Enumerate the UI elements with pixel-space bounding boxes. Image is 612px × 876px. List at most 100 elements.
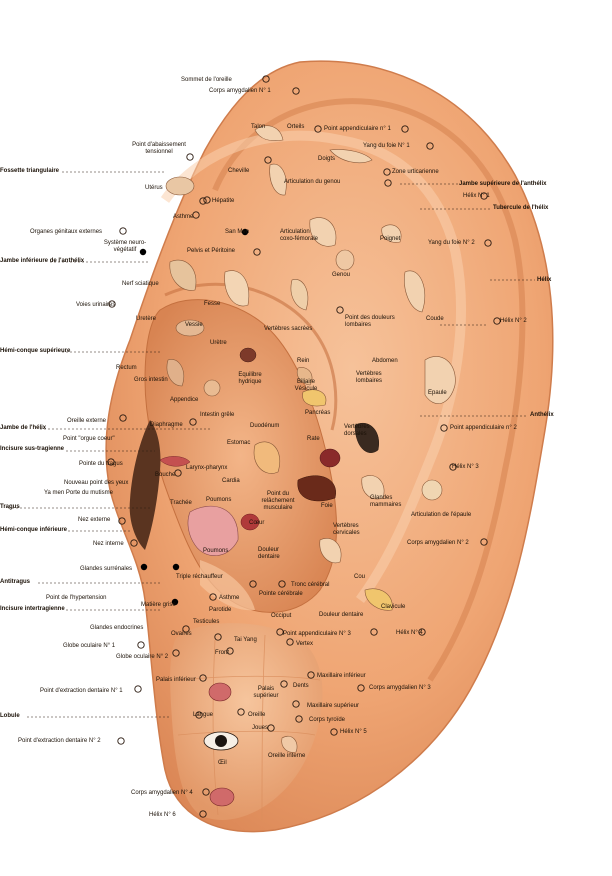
label-pt-abaiss: Point d'abaissement tensionnel: [132, 142, 186, 155]
label-nouveau-pt: Nouveau point des yeux: [64, 480, 129, 486]
label-organes-gen: Organes génitaux externes: [30, 229, 103, 235]
label-palais-inf: Palais inférieur: [156, 677, 196, 683]
label-pt-orgue: Point "orgue coeur": [63, 436, 115, 442]
acupoint-marker: [426, 142, 434, 150]
label-equilibre: Equilibre hydrique: [238, 372, 262, 385]
acupoint-marker: [189, 418, 197, 426]
liver-sketch: [297, 475, 336, 502]
label-vertebres-sacrees: Vertèbres sacrées: [264, 326, 313, 332]
cymba: [164, 282, 338, 431]
label-ureter: Uretère: [136, 316, 157, 322]
acupoint-marker: [484, 239, 492, 247]
label-uretre: Urètre: [210, 340, 227, 346]
label-max-sup: Maxillaire supérieur: [307, 703, 360, 709]
label-jambe-sup: Jambe supérieure de l'anthélix: [459, 181, 547, 187]
label-vertebres-dors: Vertèbres dorsales: [344, 424, 370, 437]
acupoint-marker: [226, 647, 234, 655]
ear-lobe: [170, 623, 323, 820]
acupoint-marker: [418, 628, 426, 636]
label-oeil: Œil: [218, 760, 227, 766]
label-larynx: Larynx-pharynx: [186, 465, 228, 471]
label-pt-append-2: Point appendiculaire n° 2: [450, 425, 517, 431]
label-yamen: Ya men Porte du mutisme: [44, 490, 113, 496]
label-occiput: Occiput: [271, 613, 292, 619]
label-langue: Langue: [193, 712, 214, 718]
heart-sketch: [240, 513, 260, 531]
acupoint-marker: [214, 633, 222, 641]
acupoint-marker: [336, 306, 344, 314]
acupoint-marker: [449, 463, 457, 471]
label-yang-foie-1: Yang du foie N° 1: [363, 143, 410, 149]
label-corps-thyr: Corps tyroïde: [309, 717, 346, 723]
label-helix-2: Hélix N° 2: [500, 318, 527, 324]
label-san-men: San Men: [225, 229, 250, 235]
label-corps-amyg-1: Corps amygdalien N° 1: [209, 88, 271, 94]
acupoint-marker-solid: [171, 598, 179, 606]
acupoint-marker: [278, 580, 286, 588]
pancreas-sketch: [302, 389, 327, 407]
label-parotide: Parotide: [209, 607, 232, 613]
elbow-sketch: [404, 270, 426, 313]
acupoint-marker: [480, 192, 488, 200]
label-vertex: Vertex: [296, 641, 314, 647]
knee-sketch: [335, 249, 355, 271]
hip-sketch: [309, 217, 337, 247]
label-pelvis: Pelvis et Péritoine: [187, 248, 236, 254]
neck-sketch: [319, 538, 342, 564]
acupoint-marker: [119, 414, 127, 422]
kidney-sketch: [239, 347, 257, 363]
acupoint-marker: [357, 684, 365, 692]
ear-canal: [129, 420, 161, 550]
gallbladder-sketch: [296, 367, 313, 386]
label-point-douleurs: Point des douleurs lombaires: [345, 315, 395, 328]
mouth-sketch: [208, 682, 232, 702]
label-art-coxo: Articulation coxo-fémorale: [280, 229, 319, 242]
acupoint-marker: [401, 125, 409, 133]
label-talon: Talon: [251, 124, 266, 130]
acupoint-marker: [108, 300, 116, 308]
acupoint-marker: [192, 211, 200, 219]
label-appendice: Appendice: [170, 397, 199, 403]
leader-lines: [8, 171, 535, 718]
label-oreille: Oreille: [248, 712, 266, 718]
label-pt-extract-2: Point d'extraction dentaire N° 2: [18, 738, 101, 744]
intestine-sketch: [166, 359, 185, 387]
antitragus: [200, 560, 255, 611]
bladder-sketch: [175, 319, 205, 337]
label-vertebres-lomb: Vertèbres lombaires: [356, 371, 383, 384]
label-dents: Dents: [293, 683, 309, 689]
label-helix-5: Hélix N° 5: [340, 729, 367, 735]
label-trachee: Trachée: [170, 500, 192, 506]
acupoint-marker: [137, 641, 145, 649]
label-globe-1: Globe oculaire N° 1: [63, 643, 116, 649]
label-jambe-inf: Jambe inférieure de l'anthélix: [0, 258, 85, 264]
label-poumons-2: Poumons: [203, 548, 229, 554]
acupoint-marker: [199, 197, 207, 205]
label-epaule: Epaule: [428, 390, 447, 396]
label-testicules: Testicules: [193, 619, 220, 625]
acupoint-marker: [117, 737, 125, 745]
acupoint-marker: [493, 317, 501, 325]
acupoint-marker: [280, 680, 288, 688]
label-coude: Coude: [426, 316, 444, 322]
acupoint-marker: [119, 227, 127, 235]
label-matiere: Matière grise: [141, 602, 176, 608]
label-max-inf: Maxillaire inférieur: [317, 673, 366, 679]
label-bouche: Bouche: [155, 472, 176, 478]
label-grele: Intestin grêle: [200, 412, 235, 418]
label-pancreas: Pancréas: [305, 410, 331, 416]
acupoint-marker: [384, 179, 392, 187]
label-duodenum: Duodénum: [250, 423, 280, 429]
clavicle-sketch: [364, 588, 393, 611]
label-tuberc: Tubercule de l'hélix: [493, 205, 549, 211]
label-gros-intestin: Gros intestin: [134, 377, 168, 383]
label-clavicule: Clavicule: [381, 604, 406, 610]
label-art-genou: Articulation du genou: [284, 179, 341, 185]
stomach-sketch: [253, 441, 280, 474]
label-front: Front: [215, 650, 230, 656]
label-douleur-dent-1: Douleur dentaire: [258, 547, 280, 560]
label-helix-6: Hélix N° 6: [149, 812, 176, 818]
label-orteils: Orteils: [287, 124, 305, 130]
